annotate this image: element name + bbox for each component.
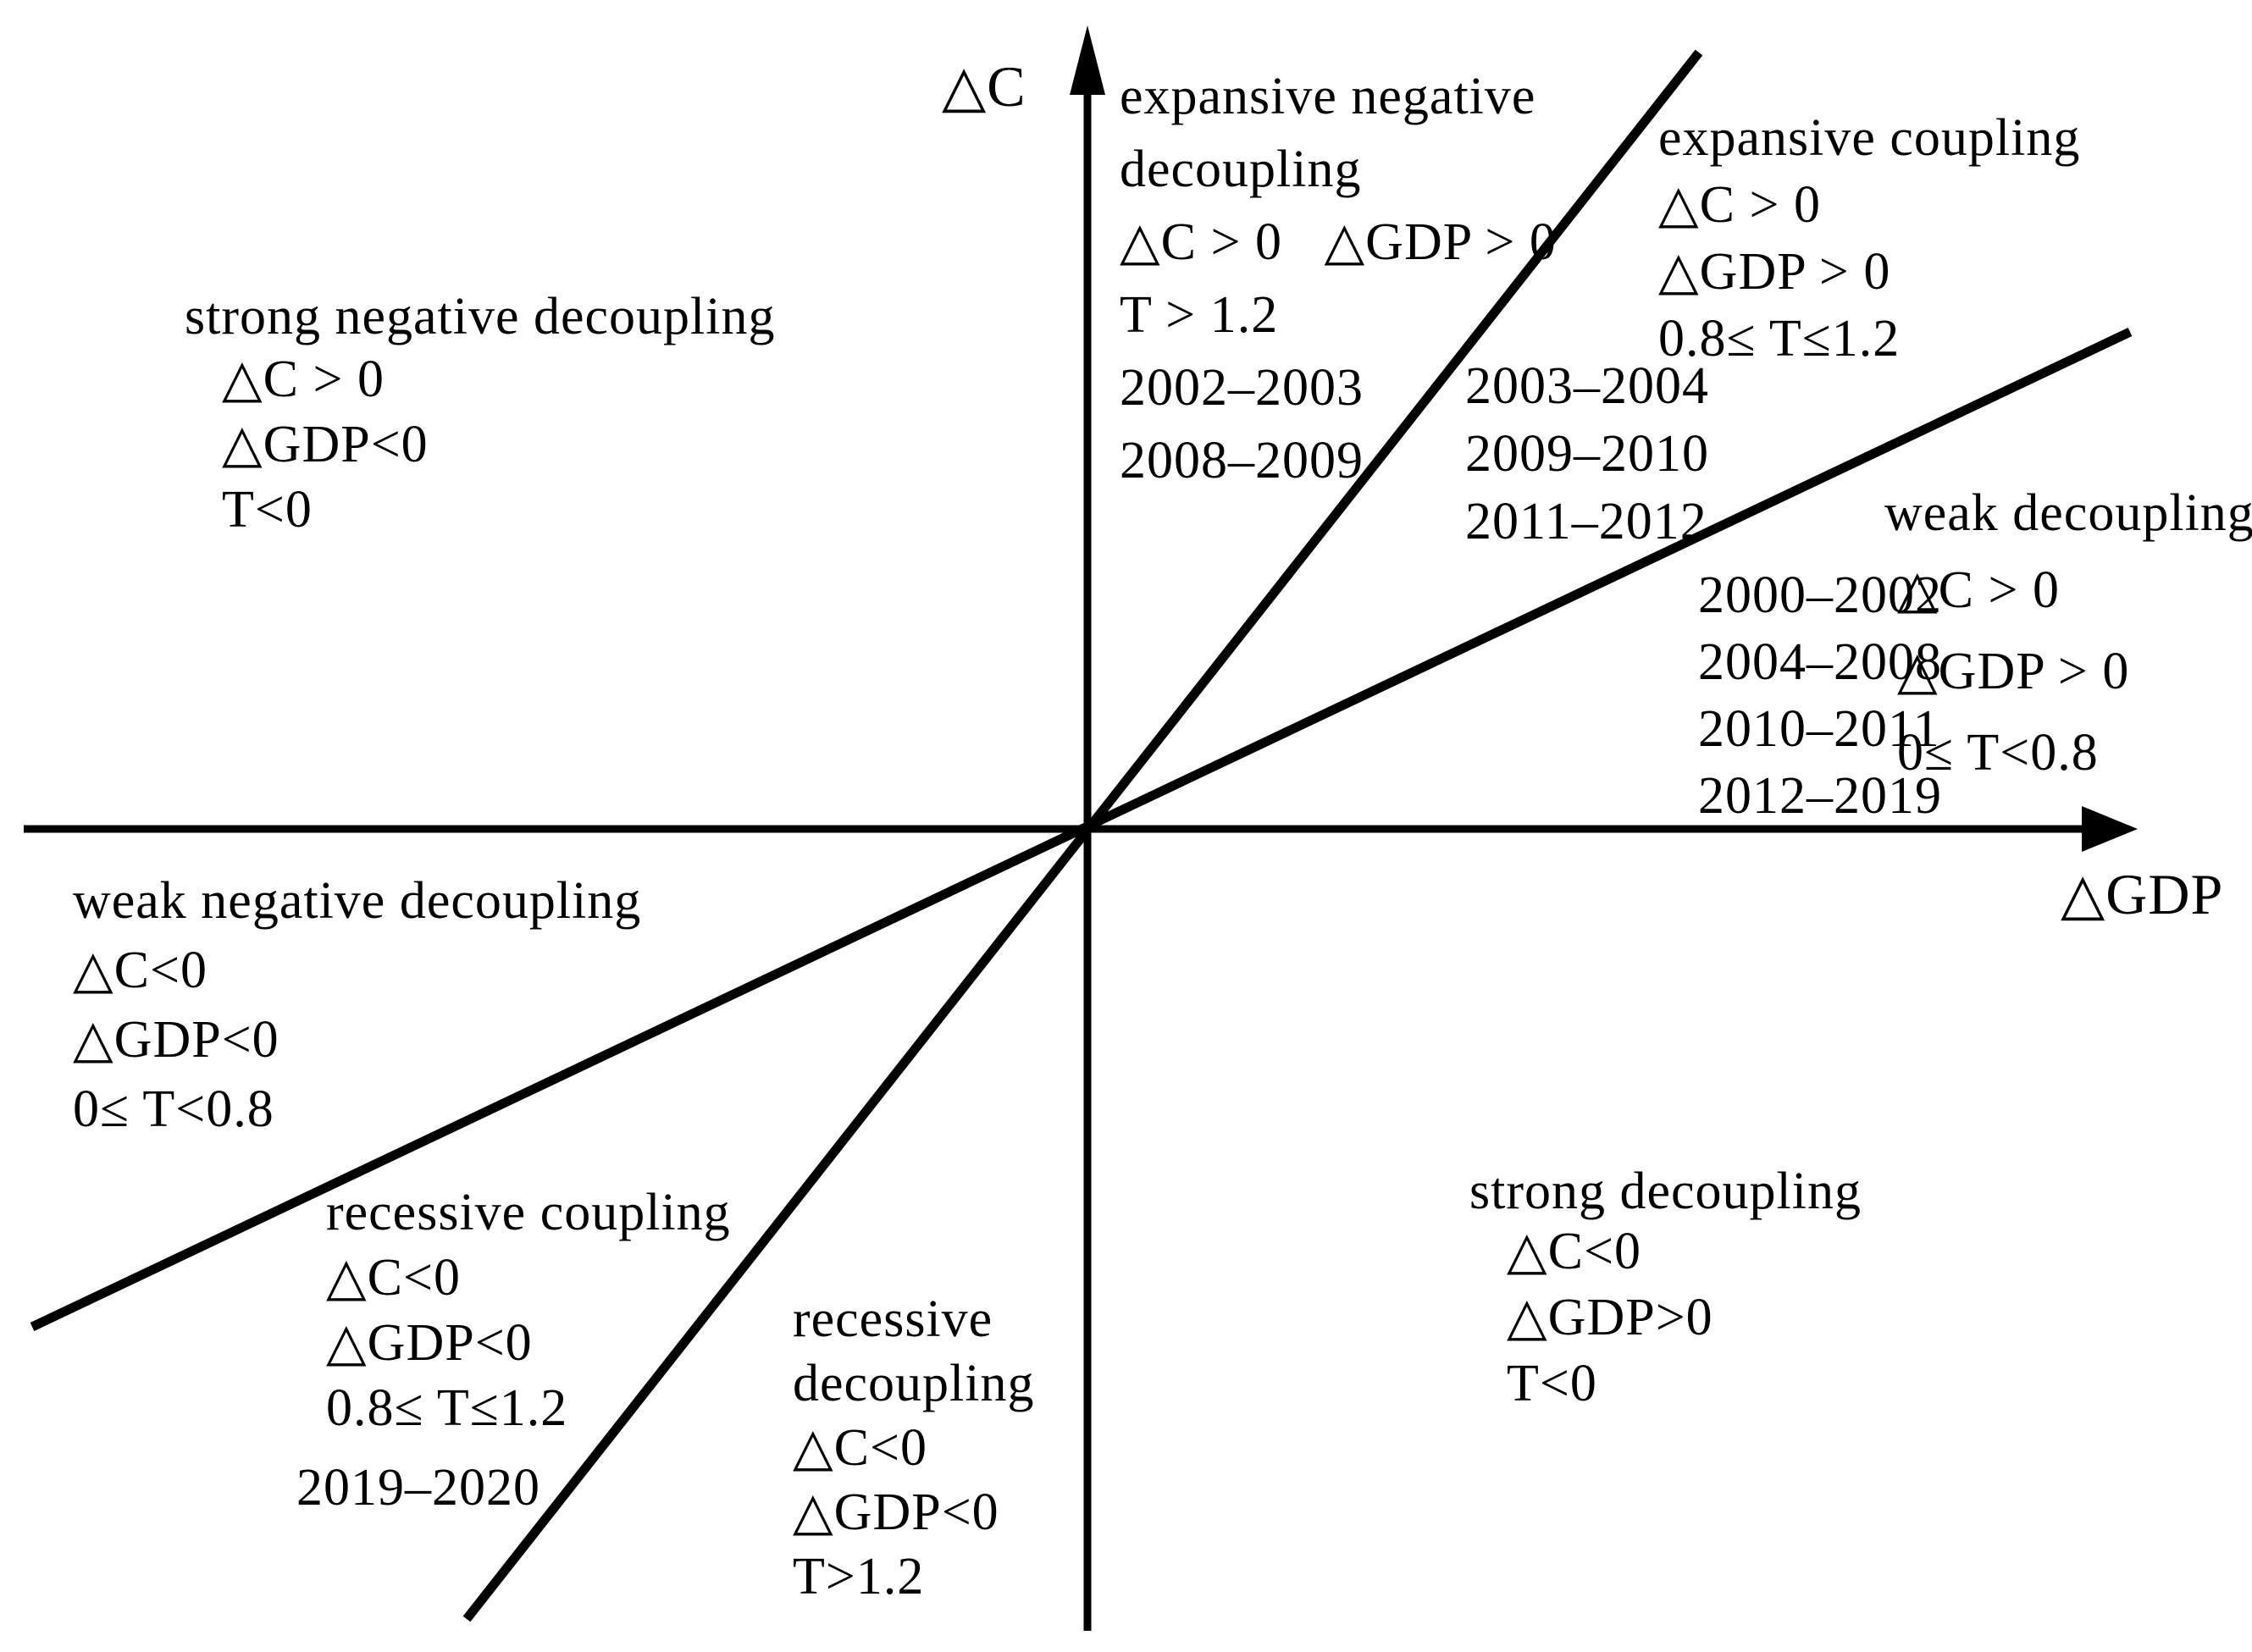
region-year: 2000–2002 (1698, 566, 1942, 624)
region-condition: △GDP<0 (793, 1483, 999, 1541)
x-axis-label: △GDP (2061, 862, 2224, 926)
weak-decoupling-conditions: △C > 0 △GDP > 0 0≤ T<0.8 (1897, 550, 2129, 793)
region-condition: △C > 0 (222, 351, 385, 408)
region-condition: T>1.2 (793, 1548, 925, 1605)
region-year: 2004–2008 (1698, 633, 1942, 691)
region-condition: △GDP > 0 (1658, 243, 1891, 301)
region-weak-decoupling-title: weak decoupling (1884, 484, 2252, 542)
expansive-coupling-years: 2003–2004 2009–2010 2011–2012 (1465, 352, 1709, 555)
region-year: 2011–2012 (1465, 493, 1707, 550)
strong-decoupling-conditions: △C<0 △GDP>0 T<0 (1507, 1218, 1713, 1417)
region-condition: △GDP>0 (1507, 1289, 1713, 1346)
weak-decoupling-years: 2000–2002 2004–2008 2010–2011 2012–2019 (1698, 562, 1942, 830)
region-title: decoupling (1120, 141, 1362, 198)
region-year: 2012–2019 (1698, 767, 1942, 825)
region-condition: △GDP > 0 (1897, 643, 2130, 700)
region-condition: △C<0 (793, 1419, 927, 1477)
region-year: 2009–2010 (1465, 425, 1709, 483)
region-condition: △C > 0 (1658, 176, 1821, 234)
region-title: strong decoupling (1469, 1163, 1862, 1220)
region-condition: △C<0 (73, 942, 207, 999)
region-year: 2019–2020 (296, 1459, 540, 1517)
t-upper-boundary-line (462, 49, 1703, 1622)
region-recessive-coupling: recessive coupling △C<0 △GDP<0 0.8≤ T≤1.… (326, 1180, 731, 1441)
region-expansive-coupling: expansive coupling △C > 0 △GDP > 0 0.8≤ … (1658, 105, 2080, 373)
region-title: expansive negative (1120, 68, 1536, 125)
region-title: strong negative decoupling (185, 288, 776, 345)
y-axis-arrowhead-icon (1070, 25, 1105, 95)
region-condition: △C > 0 △GDP > 0 (1120, 213, 1557, 271)
region-expansive-negative-decoupling: expansive negative decoupling △C > 0 △GD… (1120, 60, 1557, 497)
region-title: weak decoupling (1884, 484, 2252, 542)
x-axis-arrowhead-icon (2082, 806, 2138, 852)
region-strong-decoupling-title: strong decoupling (1469, 1163, 1862, 1220)
region-condition: △GDP<0 (73, 1011, 279, 1069)
region-condition: T > 1.2 (1120, 286, 1279, 344)
strong-negative-decoupling-conditions: △C > 0 △GDP<0 T<0 (222, 347, 429, 543)
region-condition: △C<0 (1507, 1223, 1641, 1280)
region-year: 2008–2009 (1120, 432, 1364, 489)
region-condition: 0.8≤ T≤1.2 (326, 1379, 568, 1437)
region-recessive-decoupling: recessive decoupling △C<0 △GDP<0 T>1.2 (793, 1287, 1035, 1609)
region-condition: △GDP<0 (326, 1314, 533, 1372)
region-condition: 0≤ T<0.8 (73, 1080, 274, 1138)
region-year: 2002–2003 (1120, 359, 1364, 417)
region-title: recessive (793, 1290, 993, 1348)
region-year: 2003–2004 (1465, 357, 1709, 415)
region-title: recessive coupling (326, 1184, 731, 1241)
region-title: weak negative decoupling (73, 872, 642, 930)
region-condition: 0≤ T<0.8 (1897, 724, 2099, 782)
region-condition: T<0 (1507, 1355, 1597, 1412)
region-condition: 0.8≤ T≤1.2 (1658, 310, 1901, 367)
region-condition: △C > 0 (1897, 561, 2060, 619)
region-year: 2010–2011 (1698, 700, 1940, 758)
region-title: decoupling (793, 1355, 1035, 1412)
recessive-coupling-year: 2019–2020 (296, 1458, 540, 1517)
region-condition: △C<0 (326, 1249, 461, 1307)
t-lower-boundary-line (30, 328, 2133, 1331)
region-weak-negative-decoupling: weak negative decoupling △C<0 △GDP<0 0≤ … (73, 866, 641, 1144)
y-axis-label: △C (942, 54, 1026, 119)
region-title: expansive coupling (1658, 109, 2081, 167)
region-condition: △GDP<0 (222, 416, 429, 473)
region-condition: T<0 (222, 481, 313, 539)
region-strong-negative-decoupling-title: strong negative decoupling (185, 288, 776, 345)
